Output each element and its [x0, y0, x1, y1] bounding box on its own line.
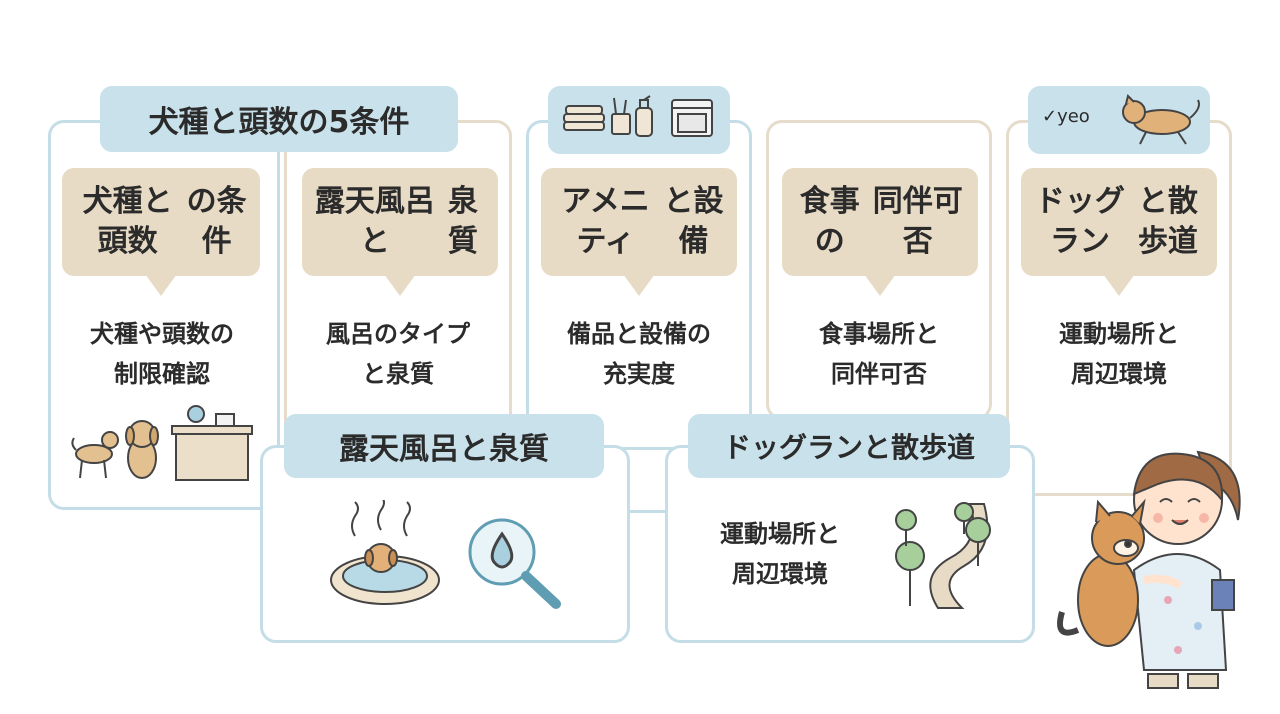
dogs-reception-illustration	[71, 405, 253, 481]
desc-dogrun-bottom: 運動場所と周辺環境	[720, 520, 840, 588]
pill-col-5: ドッグランと散歩道	[1021, 168, 1217, 296]
desc-col-2: 風呂のタイプと泉質	[326, 320, 470, 388]
toothbrush-icon	[611, 97, 631, 135]
desc-col-1: 犬種や頭数の制限確認	[90, 320, 234, 388]
magnifier-water-drop-icon	[468, 518, 561, 609]
bottle-icon	[635, 95, 653, 137]
towel-icon	[563, 105, 605, 131]
header-bath-label: 露天風呂と泉質	[339, 432, 549, 467]
pill-col-3: アメニティと設備	[541, 168, 737, 296]
header-amenities-icons	[548, 86, 730, 154]
header-dogrun-bottom: ドッグランと散歩道	[688, 414, 1010, 478]
path-trees-icon	[895, 502, 991, 609]
desc-col-3: 備品と設備の充実度	[567, 320, 711, 388]
dog-icon	[71, 431, 119, 479]
pill-col-2: 露天風呂と泉質	[302, 168, 498, 296]
header-dog-run: ✓yeo	[1028, 86, 1210, 154]
connector-line	[630, 510, 665, 513]
header-bath: 露天風呂と泉質	[284, 414, 604, 478]
header-conditions: 犬種と頭数の5条件	[100, 86, 458, 152]
header-dog-run-text: ✓yeo	[1042, 106, 1090, 127]
header-dogrun-bottom-label: ドッグランと散歩道	[722, 431, 975, 464]
desc-col-4: 食事場所と同伴可否	[819, 320, 939, 388]
running-dog-icon	[1122, 94, 1200, 145]
desc-col-5: 運動場所と周辺環境	[1059, 320, 1179, 388]
reception-desk-icon	[171, 405, 253, 481]
dog-icon	[125, 420, 159, 479]
girl-hugging-shiba-icon	[1057, 450, 1241, 689]
hot-spring-dog-icon	[330, 500, 440, 605]
header-conditions-label: 犬種と頭数の5条件	[148, 105, 410, 140]
card-bath	[260, 445, 630, 643]
amenities-icons	[563, 95, 713, 137]
pill-col-4: 食事の同伴可否	[782, 168, 978, 296]
washing-machine-icon	[671, 99, 713, 137]
pill-col-1: 犬種と頭数の条件	[62, 168, 260, 296]
